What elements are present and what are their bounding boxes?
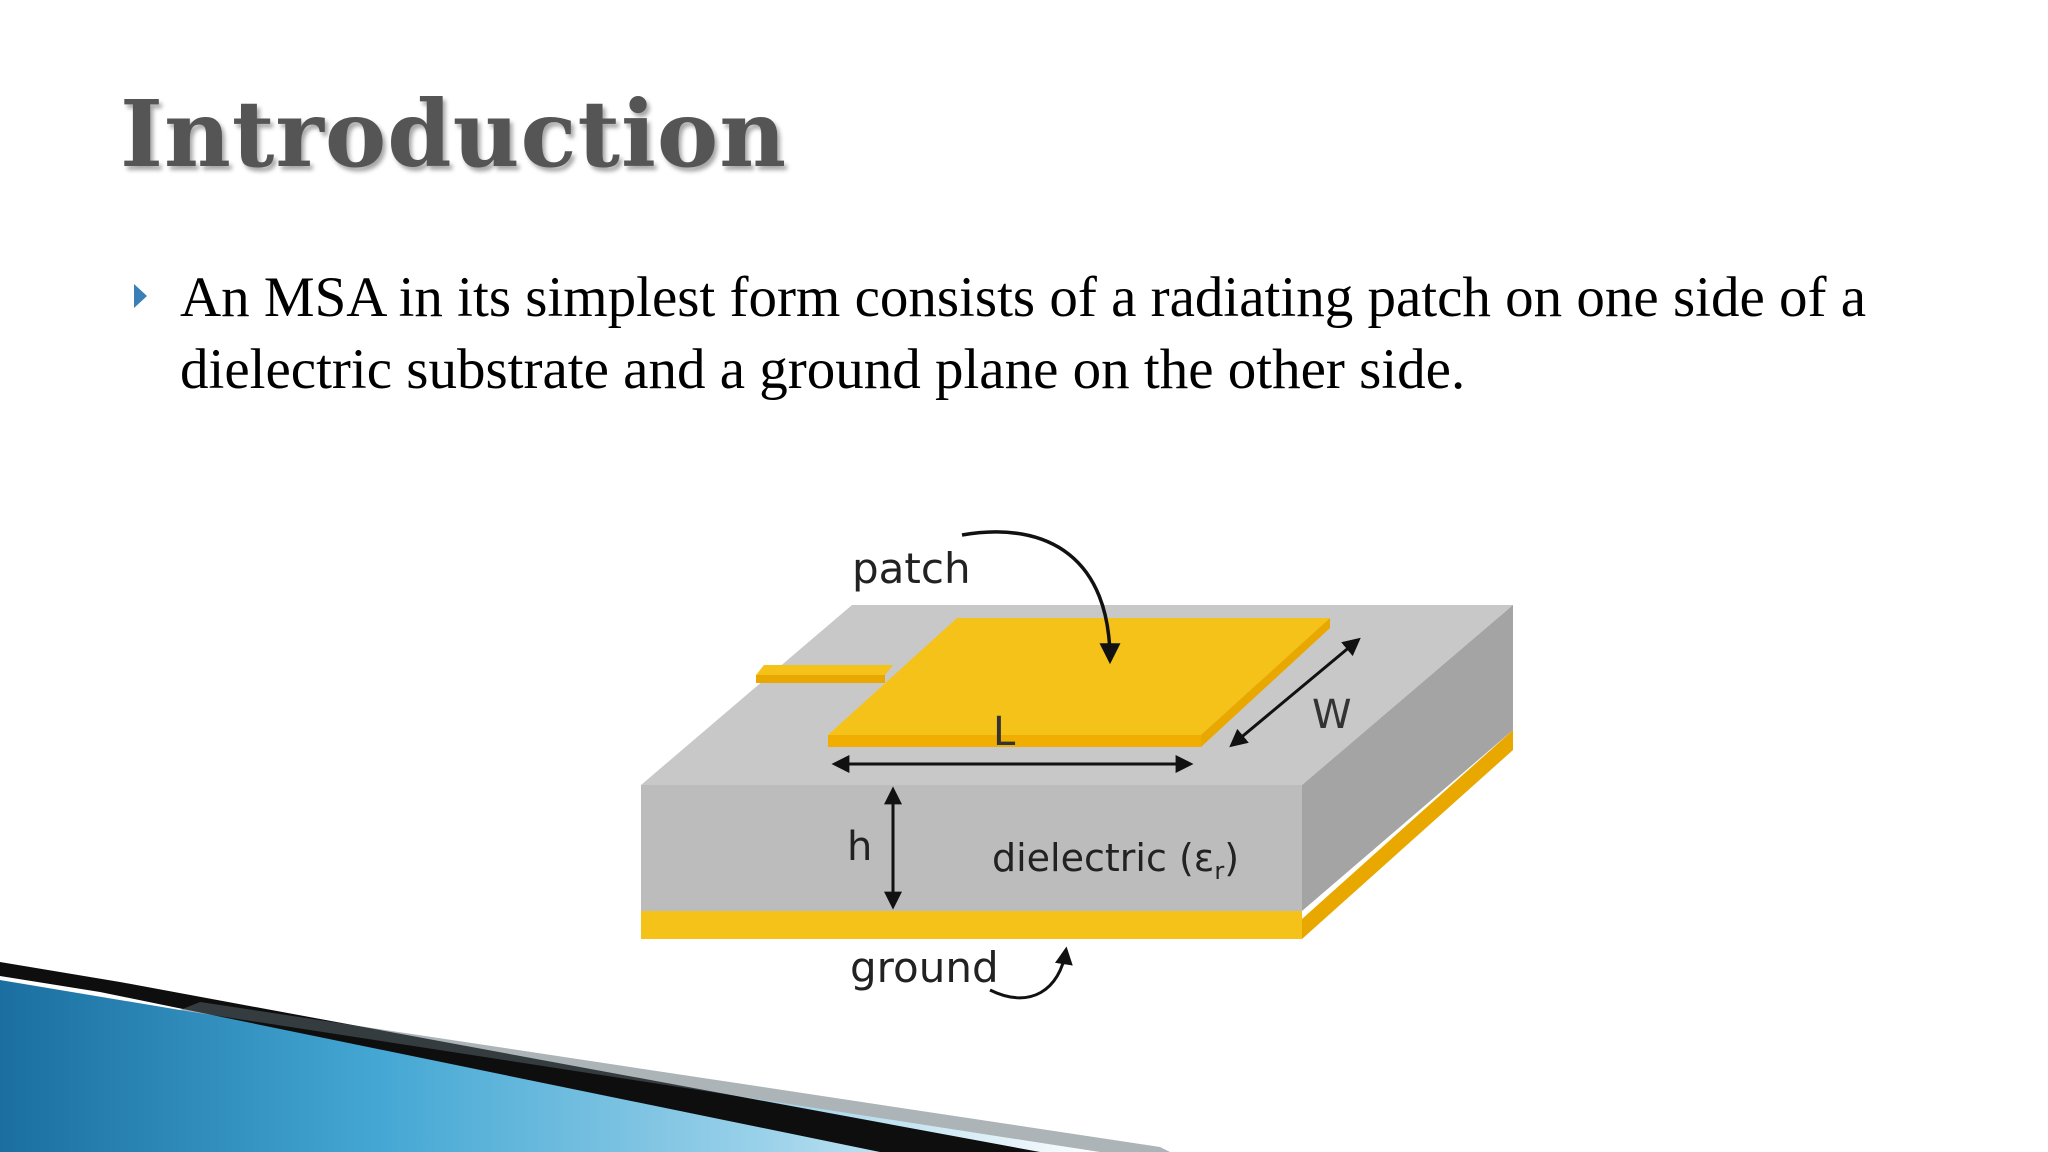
dielectric-label: dielectric (εr): [992, 836, 1239, 885]
substrate-front-face: [641, 785, 1302, 911]
patch-pointer-arrow: [961, 530, 1121, 665]
bullet-arrow-icon: [134, 284, 147, 308]
ground-plane-side: [1302, 730, 1513, 939]
height-label: h: [847, 824, 872, 870]
substrate-side-face: [1302, 605, 1513, 911]
feed-line: [756, 665, 893, 675]
patch-top: [828, 618, 1330, 735]
width-label: W: [1312, 692, 1352, 738]
dielectric-subscript: r: [1214, 857, 1224, 885]
patch-label: patch: [852, 544, 971, 593]
patch-front: [828, 735, 1201, 747]
feed-line-front: [756, 675, 885, 683]
ground-label: ground: [850, 943, 999, 992]
length-label: L: [993, 709, 1016, 755]
ground-plane-front: [641, 911, 1302, 939]
slide-title: Introduction: [120, 80, 788, 188]
bullet-item: An MSA in its simplest form consists of …: [134, 262, 1934, 406]
bullet-text: An MSA in its simplest form consists of …: [180, 266, 1867, 401]
ground-pointer-arrow: [989, 946, 1073, 1000]
dielectric-close-paren: ): [1224, 836, 1239, 880]
width-dimension-arrow: [1229, 637, 1361, 748]
decorative-swoosh: [0, 962, 1170, 1152]
